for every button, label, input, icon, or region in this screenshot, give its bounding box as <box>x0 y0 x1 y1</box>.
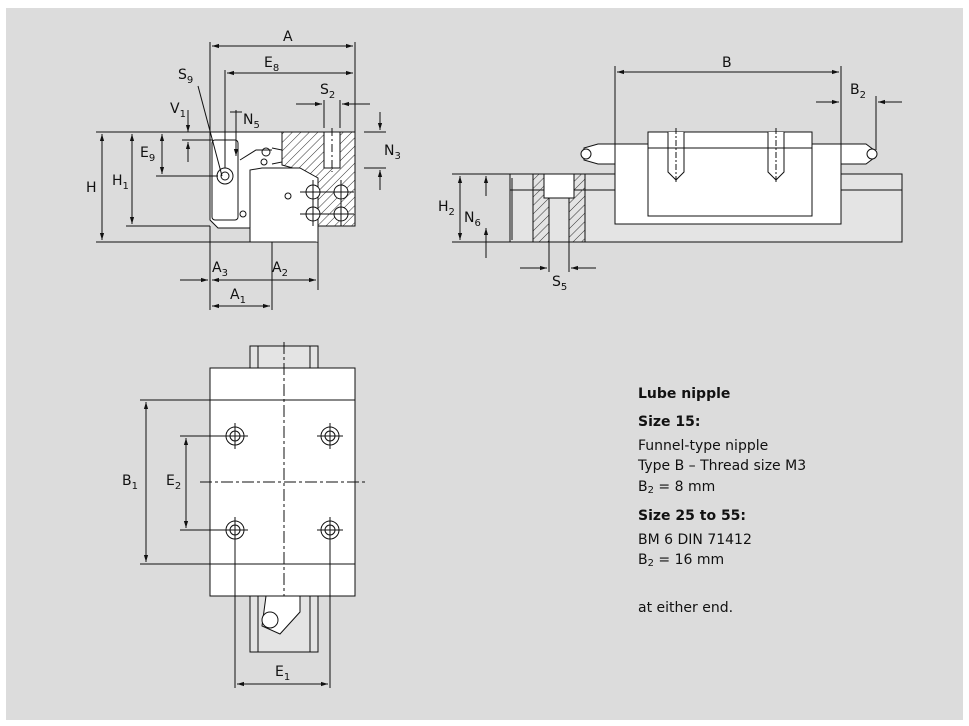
svg-text:V1: V1 <box>170 101 186 120</box>
label-H1: H <box>112 173 123 189</box>
label-V1: V <box>170 101 180 117</box>
notes-size15-b2: B2 = 8 mm <box>638 479 716 496</box>
svg-text:S2: S2 <box>320 82 335 101</box>
svg-text:B2: B2 <box>850 82 866 101</box>
label-E1: E <box>275 664 284 680</box>
svg-text:A: A <box>283 29 293 45</box>
label-E9: E <box>140 145 149 161</box>
drawing-panel <box>6 8 963 720</box>
dimension-labels: A E8 S9 V1 N5 S2 N3 E9 H H1 A3 A2 A1 B B… <box>86 29 866 683</box>
notes-size25-b2: B2 = 16 mm <box>638 552 725 569</box>
svg-text:A1: A1 <box>230 287 246 306</box>
svg-text:S5: S5 <box>552 274 567 293</box>
svg-text:N6: N6 <box>464 210 481 229</box>
notes-size25-heading: Size 25 to 55: <box>638 508 747 524</box>
front-view <box>96 42 386 310</box>
notes-title: Lube nipple <box>638 386 731 402</box>
label-N3: N <box>384 143 394 159</box>
label-B1: B <box>122 473 132 489</box>
svg-text:B: B <box>722 55 732 71</box>
label-A: A <box>283 29 293 45</box>
label-S5: S <box>552 274 561 290</box>
notes-size15-heading: Size 15: <box>638 414 701 430</box>
label-N6: N <box>464 210 474 226</box>
notes-footer: at either end. <box>638 600 734 616</box>
label-H2: H <box>438 199 449 215</box>
side-view <box>452 66 903 272</box>
label-H: H <box>86 180 97 196</box>
svg-text:S9: S9 <box>178 67 193 86</box>
svg-text:A2: A2 <box>272 260 288 279</box>
label-S2: S <box>320 82 329 98</box>
svg-text:N5: N5 <box>243 112 260 131</box>
label-N5: N <box>243 112 253 128</box>
svg-text:H2: H2 <box>438 199 455 218</box>
label-E8: E <box>264 55 273 71</box>
label-A1: A <box>230 287 240 303</box>
label-S9: S <box>178 67 187 83</box>
svg-text:E2: E2 <box>166 473 181 492</box>
svg-text:E9: E9 <box>140 145 155 164</box>
label-E2: E <box>166 473 175 489</box>
label-A2: A <box>272 260 282 276</box>
label-B2: B <box>850 82 860 98</box>
notes-size15-line1: Funnel-type nipple <box>638 438 769 454</box>
label-A3: A <box>212 260 222 276</box>
svg-text:E8: E8 <box>264 55 279 74</box>
top-view <box>140 342 366 688</box>
svg-text:E1: E1 <box>275 664 290 683</box>
svg-text:N3: N3 <box>384 143 401 162</box>
svg-text:B1: B1 <box>122 473 138 492</box>
notes-size15-line2: Type B – Thread size M3 <box>638 458 807 474</box>
lube-nipple-icon <box>216 167 234 185</box>
svg-text:H1: H1 <box>112 173 129 192</box>
lube-nipple-left-icon <box>583 143 616 165</box>
notes-size25-line1: BM 6 DIN 71412 <box>638 532 752 548</box>
svg-text:H: H <box>86 180 97 196</box>
svg-text:A3: A3 <box>212 260 228 279</box>
label-B: B <box>722 55 732 71</box>
